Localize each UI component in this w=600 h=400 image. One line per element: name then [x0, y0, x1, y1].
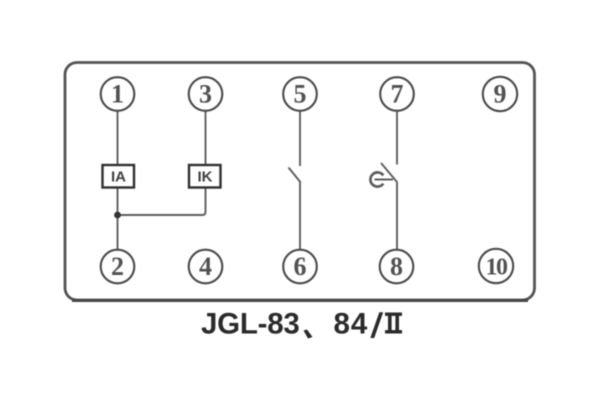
- svg-text:84: 84: [334, 308, 369, 341]
- svg-text:8: 8: [390, 252, 403, 281]
- svg-text:1: 1: [111, 80, 124, 109]
- svg-text:IK: IK: [198, 169, 213, 186]
- svg-text:7: 7: [391, 80, 404, 109]
- svg-text:3: 3: [199, 80, 212, 109]
- svg-text:5: 5: [294, 80, 307, 109]
- svg-text:IA: IA: [111, 169, 126, 186]
- svg-text:9: 9: [494, 80, 507, 109]
- svg-text:6: 6: [294, 252, 307, 281]
- svg-text:2: 2: [111, 252, 124, 281]
- svg-text:10: 10: [486, 255, 509, 281]
- svg-text:JGL-83: JGL-83: [201, 308, 300, 341]
- svg-text:4: 4: [199, 252, 212, 281]
